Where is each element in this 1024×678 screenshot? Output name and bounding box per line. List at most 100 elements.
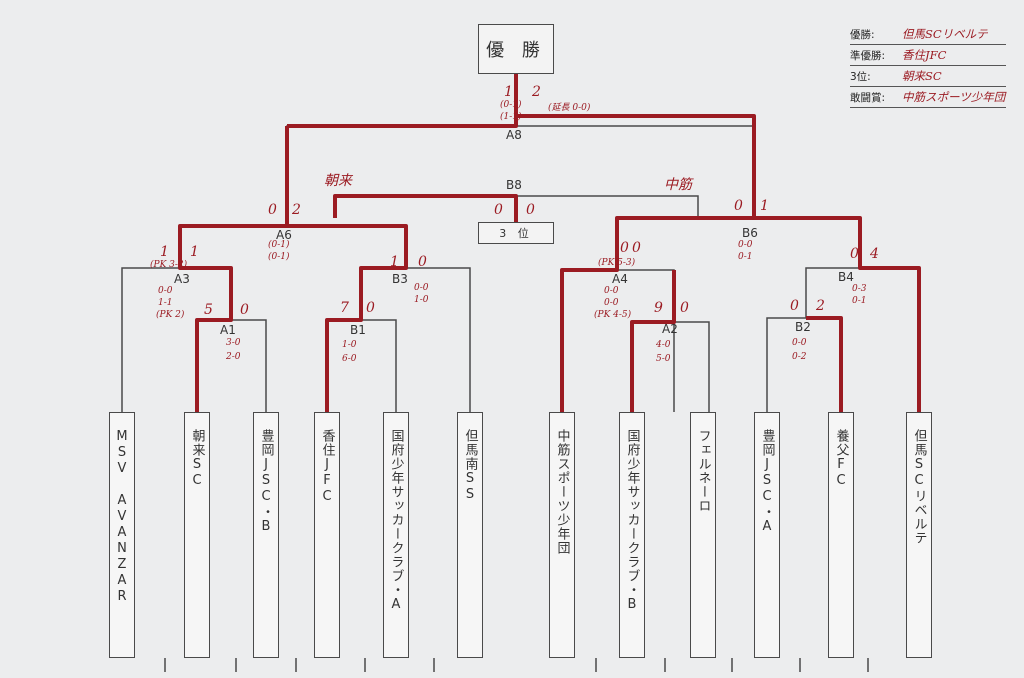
score-b3-half2: 1-0 xyxy=(414,295,429,305)
champion-title: 優 勝 xyxy=(486,40,546,61)
score-a1-right: 0 xyxy=(240,302,249,318)
third-place-title: 3 位 xyxy=(499,227,533,240)
match-code-b4: B4 xyxy=(838,270,854,284)
score-b6-right: 1 xyxy=(760,198,769,214)
score-a6-right: 2 xyxy=(292,202,301,218)
third-place-box: 3 位 xyxy=(478,222,554,244)
bottom-stubs xyxy=(164,658,869,672)
score-a4-pk2: (PK 4-5) xyxy=(594,310,632,320)
team-box: 朝来SC xyxy=(184,412,210,658)
winner-path-liberte xyxy=(516,114,921,412)
match-code-b3: B3 xyxy=(392,272,408,286)
match-code-a1: A1 xyxy=(220,323,236,337)
side-label-left: 朝来 xyxy=(324,173,352,189)
match-code-a2: A2 xyxy=(662,322,678,336)
score-a3-left: 1 xyxy=(160,244,169,260)
match-code-a6: A6 xyxy=(276,228,292,242)
team-name: 国府少年サッカークラブ・A xyxy=(388,429,404,613)
score-a8-extra-time: (延長 0-0) xyxy=(548,103,591,113)
team-box: 国府少年サッカークラブ・A xyxy=(383,412,409,658)
score-b2-half1: 0-0 xyxy=(792,338,807,348)
score-a6-half2: (0-1) xyxy=(268,252,290,262)
champion-box: 優 勝 xyxy=(478,24,554,74)
match-code-b6: B6 xyxy=(742,226,758,240)
result-value: 朝来SC xyxy=(902,69,942,83)
result-row-third: 3位: 朝来SC xyxy=(850,66,1006,87)
score-a6-half1: (0-1) xyxy=(268,240,290,250)
team-box: 養父FC xyxy=(828,412,854,658)
score-b6-half1: 0-0 xyxy=(738,240,753,250)
score-a3-half1: 0-0 xyxy=(158,286,173,296)
team-box: 但馬南SS xyxy=(457,412,483,658)
grey-bracket-lines xyxy=(121,74,920,672)
team-box: 但馬SCリベルテ xyxy=(906,412,932,658)
result-label: 準優勝: xyxy=(850,49,886,62)
score-b8-right: 0 xyxy=(526,202,535,218)
team-box: MSV AVANZAR xyxy=(109,412,135,658)
score-a3-pk2: (PK 2) xyxy=(156,310,185,320)
team-name: MSV AVANZAR xyxy=(114,429,130,605)
result-value: 但馬SCリベルテ xyxy=(902,27,988,41)
team-name: 国府少年サッカークラブ・B xyxy=(624,429,640,613)
team-name: フェルネーロ xyxy=(695,429,711,513)
score-b1-right: 0 xyxy=(366,300,375,316)
team-name: 但馬SCリベルテ xyxy=(911,429,927,545)
team-box: 中筋スポーツ少年団 xyxy=(549,412,575,658)
team-name: 中筋スポーツ少年団 xyxy=(554,429,570,555)
match-code-b1: B1 xyxy=(350,323,366,337)
score-b4-left: 0 xyxy=(850,246,859,262)
winner-path-b8 xyxy=(333,194,518,222)
score-a8-left: 1 xyxy=(504,84,513,100)
match-code-b2: B2 xyxy=(795,320,811,334)
winner-path-nakasuji xyxy=(560,216,860,412)
match-code-a4: A4 xyxy=(612,272,628,286)
result-label: 敢闘賞: xyxy=(850,91,886,104)
match-code-a8: A8 xyxy=(506,128,522,142)
score-b6-half2: 0-1 xyxy=(738,252,753,262)
team-box: 国府少年サッカークラブ・B xyxy=(619,412,645,658)
score-a1-left: 5 xyxy=(204,302,213,318)
score-a3-pk1: (PK 3-2) xyxy=(150,260,188,270)
winner-path-asago xyxy=(178,224,287,412)
score-b1-half1: 1-0 xyxy=(342,340,357,350)
team-box: 豊岡JSC・A xyxy=(754,412,780,658)
winner-path-lines xyxy=(178,74,921,412)
score-b4-half2: 0-1 xyxy=(852,296,867,306)
score-a2-half1: 4-0 xyxy=(656,340,671,350)
score-b3-left: 1 xyxy=(390,254,399,270)
team-name: 養父FC xyxy=(833,429,849,489)
score-a1-half2: 2-0 xyxy=(226,352,241,362)
score-b1-left: 7 xyxy=(340,300,349,316)
team-name: 朝来SC xyxy=(189,429,205,489)
result-value: 中筋スポーツ少年団 xyxy=(902,90,1006,104)
score-b6-left: 0 xyxy=(734,198,743,214)
team-name: 但馬南SS xyxy=(462,429,478,503)
score-a2-right: 0 xyxy=(680,300,689,316)
score-b2-half2: 0-2 xyxy=(792,352,807,362)
team-name: 香住JFC xyxy=(319,429,335,505)
score-b8-left: 0 xyxy=(494,202,503,218)
score-a3-half2: 1-1 xyxy=(158,298,173,308)
score-b2-left: 0 xyxy=(790,298,799,314)
match-code-b8: B8 xyxy=(506,178,522,192)
bracket-a6 xyxy=(179,225,407,268)
score-a1-half1: 3-0 xyxy=(226,338,241,348)
score-a4-pk1: (PK 5-3) xyxy=(598,258,636,268)
score-a4-left: 0 xyxy=(620,240,629,256)
score-b3-right: 0 xyxy=(418,254,427,270)
team-name: 豊岡JSC・B xyxy=(258,429,274,535)
side-label-right: 中筋 xyxy=(664,177,692,193)
result-label: 3位: xyxy=(850,70,871,83)
match-code-a3: A3 xyxy=(174,272,190,286)
result-label: 優勝: xyxy=(850,28,875,41)
score-a8-right: 2 xyxy=(532,84,541,100)
score-b3-half1: 0-0 xyxy=(414,283,429,293)
score-a6-left: 0 xyxy=(268,202,277,218)
team-box: 豊岡JSC・B xyxy=(253,412,279,658)
result-row-runner-up: 準優勝:香住JFC xyxy=(850,45,1006,66)
team-box: フェルネーロ xyxy=(690,412,716,658)
score-b1-half2: 6-0 xyxy=(342,354,357,364)
bracket-a2-right xyxy=(674,321,710,412)
